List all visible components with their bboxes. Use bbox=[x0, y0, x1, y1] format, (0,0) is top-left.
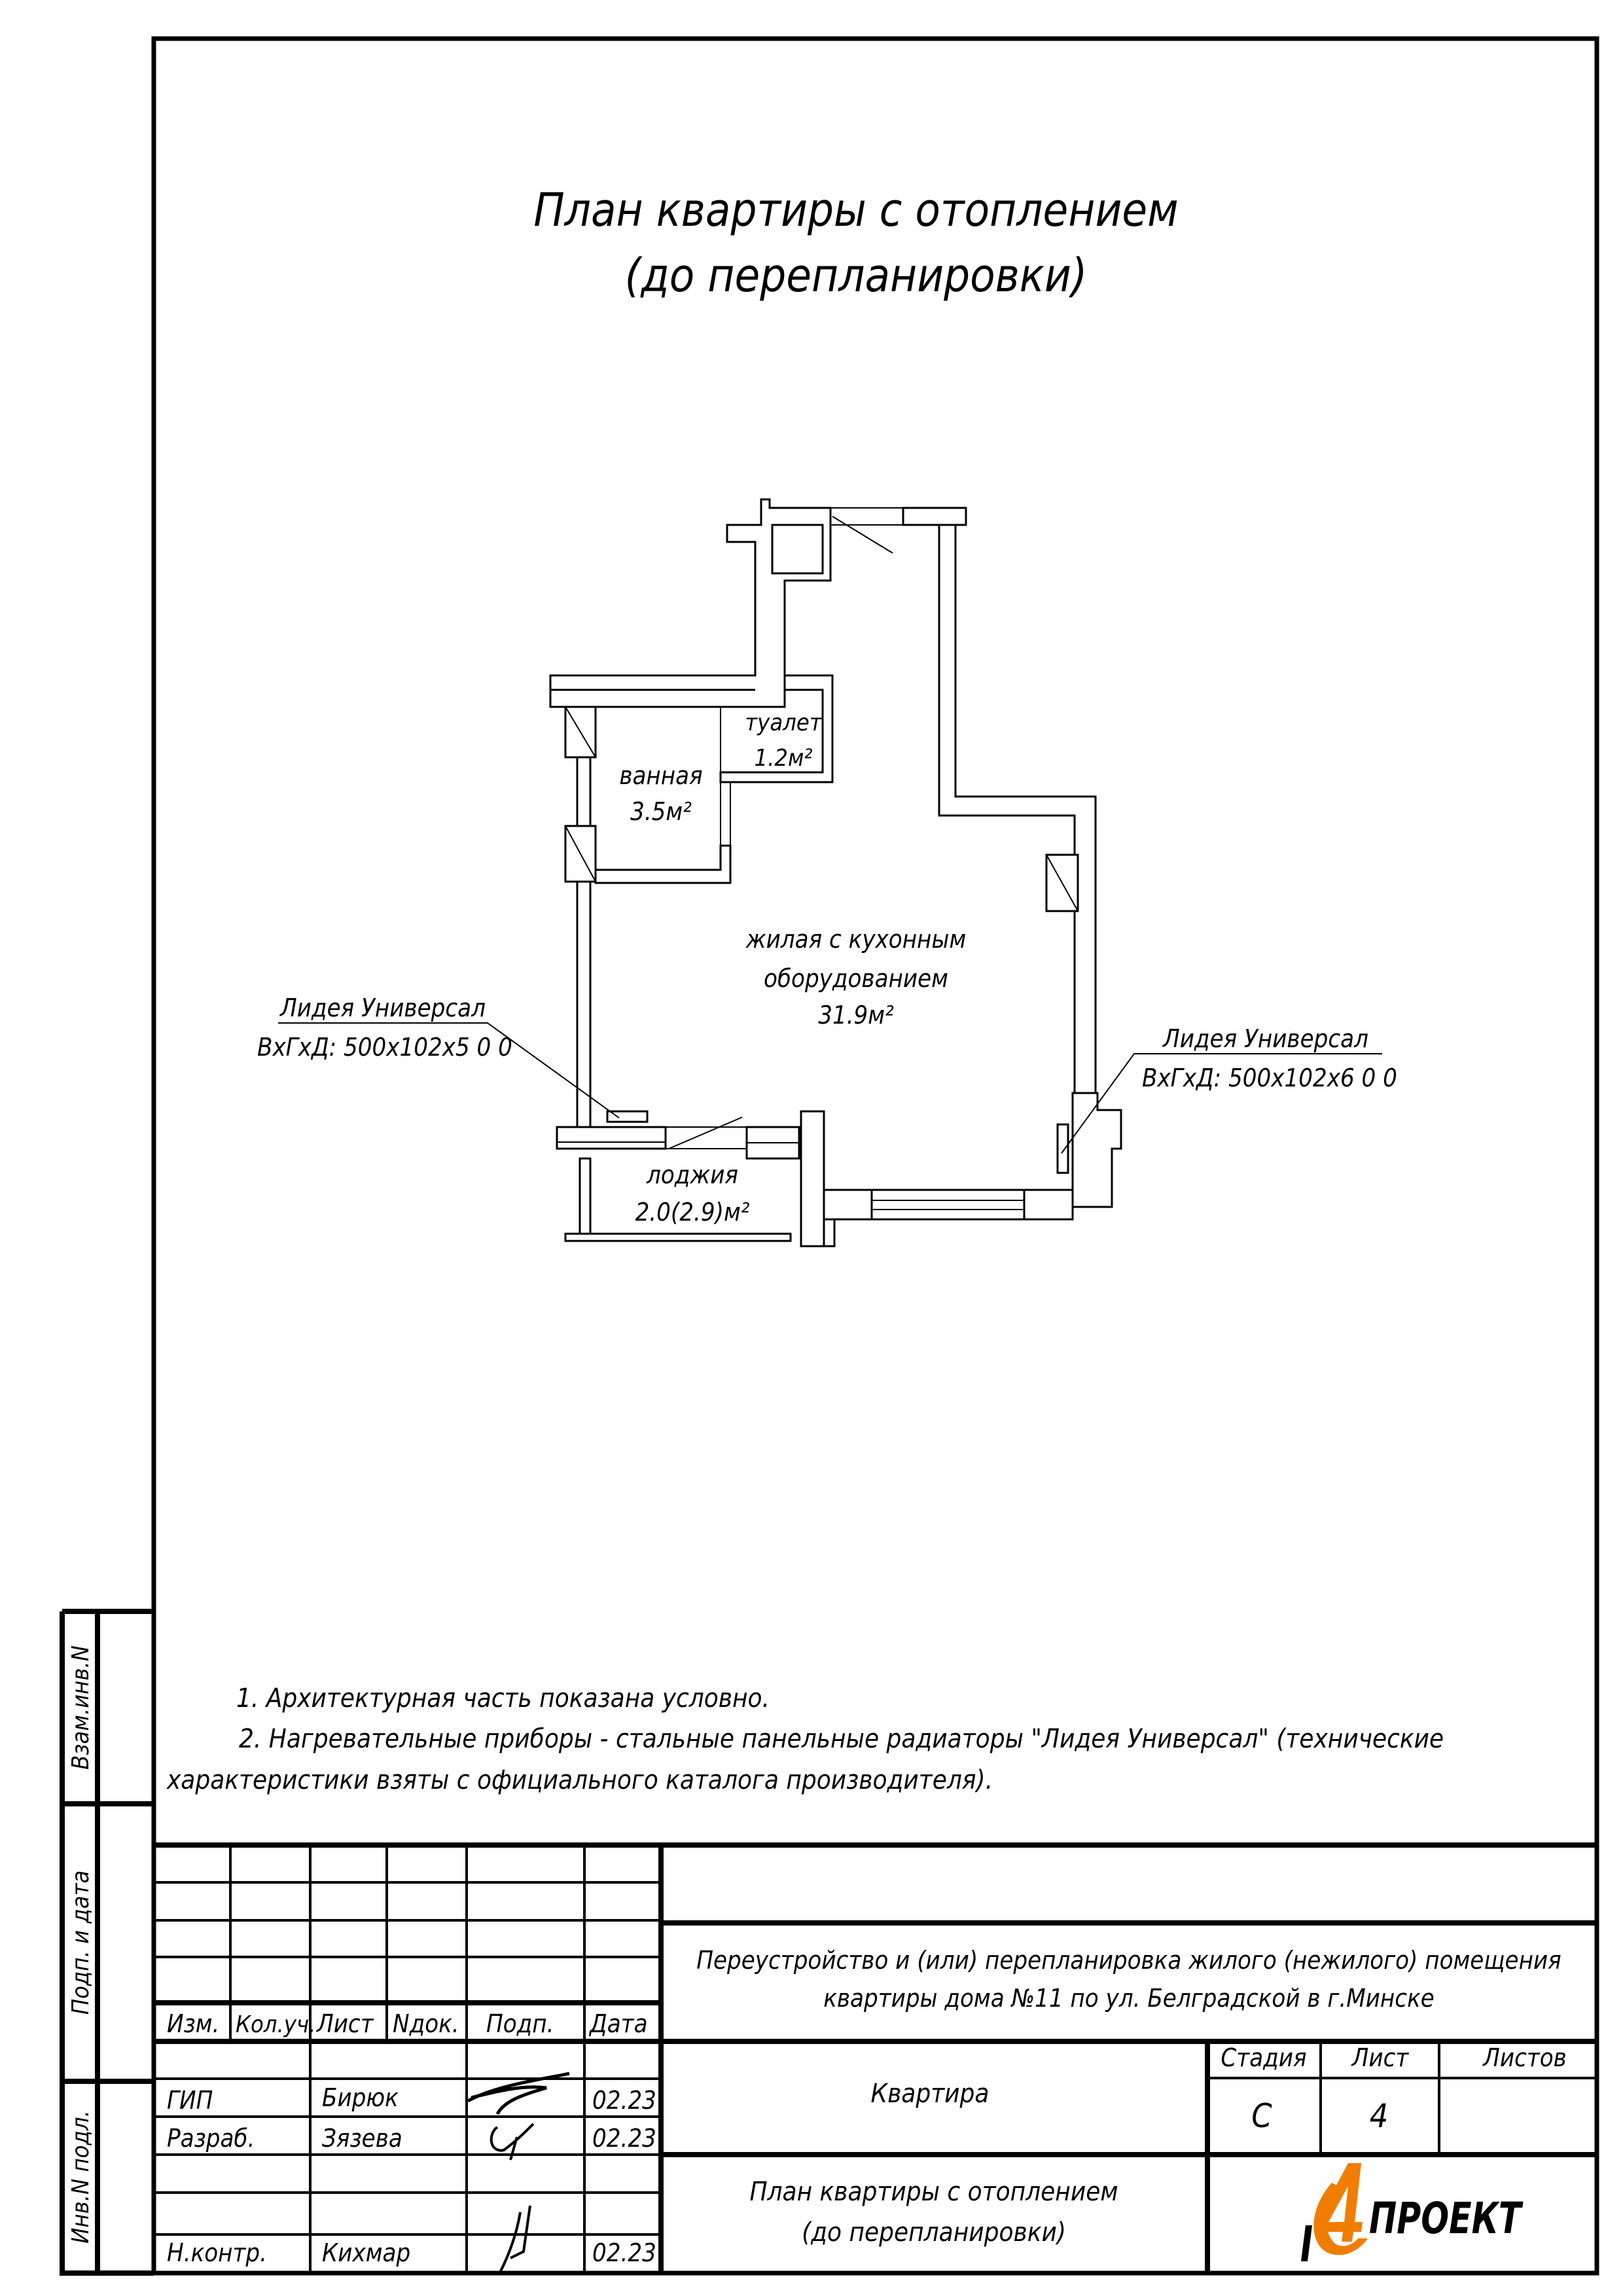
room-toilet-area: 1.2м² bbox=[755, 745, 813, 772]
sheets-label: Листов bbox=[1482, 2043, 1567, 2072]
room-living-name1: жилая с кухонным bbox=[745, 925, 966, 954]
person-date: 02.23 bbox=[592, 2124, 656, 2153]
room-bath-area: 3.5м² bbox=[630, 797, 692, 826]
logo-four bbox=[1315, 2163, 1363, 2242]
stage-label: Стадия bbox=[1221, 2043, 1306, 2072]
object-name: Квартира bbox=[871, 2079, 990, 2109]
side-strip-replacement-inv: Взам.инв.N bbox=[67, 1645, 94, 1770]
bath-wall bbox=[594, 844, 732, 884]
loggia-wall-bottom bbox=[564, 1232, 792, 1242]
note-2: 2. Нагревательные приборы - стальные пан… bbox=[239, 1724, 1444, 1754]
signature bbox=[490, 2123, 535, 2161]
radiator-left-dims: ВхГхД: 500х102х5 0 0 bbox=[257, 1033, 512, 1062]
sheet-title-1: План квартиры с отоплением bbox=[749, 2177, 1118, 2207]
company-logo: ПРОЕКТ bbox=[1301, 2163, 1524, 2261]
drawing-line bbox=[565, 706, 596, 758]
drawing-line bbox=[661, 1920, 1597, 2273]
sheet-label: Лист bbox=[1351, 2043, 1410, 2072]
radiator-right-name: Лидея Универсал bbox=[1162, 1024, 1368, 1053]
note-2-continued: характеристики взяты с официального ката… bbox=[166, 1765, 993, 1795]
radiator-right-leader bbox=[1061, 1053, 1382, 1154]
wall-upper-left bbox=[549, 498, 832, 708]
signature bbox=[467, 2072, 570, 2115]
person-date: 02.23 bbox=[592, 2086, 656, 2115]
header-kol: Кол.уч. bbox=[236, 2011, 315, 2038]
header-list: Лист bbox=[316, 2009, 374, 2038]
drawing-subtitle: (до перепланировки) bbox=[625, 249, 1088, 302]
person-date: 02.23 bbox=[592, 2238, 656, 2267]
drawing-line bbox=[60, 1609, 154, 2276]
side-strip-signature-date: Подп. и дата bbox=[67, 1871, 94, 2015]
room-living-name2: оборудованием bbox=[764, 964, 948, 993]
wall-right bbox=[938, 524, 1097, 1094]
radiator-left bbox=[606, 1110, 649, 1123]
header-podp: Подп. bbox=[486, 2009, 554, 2038]
header-izm: Изм. bbox=[167, 2009, 219, 2038]
room-bath-name: ванная bbox=[619, 761, 702, 790]
radiator-left-leader bbox=[278, 1022, 620, 1119]
person-name: Бирюк bbox=[322, 2083, 399, 2112]
loggia-door-swing bbox=[668, 1117, 743, 1149]
window-bottom bbox=[870, 1189, 1026, 1221]
side-strip: Взам.инв.N Подп. и дата Инв.N подл. bbox=[60, 1609, 154, 2276]
floor-plan: ванная 3.5м² туалет 1.2м² жилая с кухонн… bbox=[257, 498, 1397, 1247]
project-line-1: Переустройство и (или) перепланировка жи… bbox=[696, 1946, 1561, 1975]
header-ndok: Nдок. bbox=[393, 2009, 459, 2038]
title-block: Изм. Кол.уч. Лист Nдок. Подп. Дата ГИП Б… bbox=[154, 1842, 1597, 2273]
wall-left bbox=[576, 706, 592, 1128]
drawing-line bbox=[824, 1218, 836, 1247]
drawing-line bbox=[154, 2000, 661, 2044]
note-1: 1. Архитектурная часть показана условно. bbox=[236, 1683, 770, 1713]
logo-stem bbox=[1301, 2225, 1312, 2261]
room-loggia-name: лоджия bbox=[646, 1160, 738, 1189]
drawing-line bbox=[1207, 2041, 1597, 2155]
sheet-title-2: (до перепланировки) bbox=[802, 2217, 1066, 2248]
shaft bbox=[771, 524, 824, 575]
door-swing bbox=[832, 516, 893, 554]
logo-text: ПРОЕКТ bbox=[1369, 2194, 1524, 2244]
stage-value: С bbox=[1251, 2097, 1272, 2135]
room-living-area: 31.9м² bbox=[818, 1001, 894, 1030]
drawing-frame bbox=[151, 36, 1599, 2276]
radiator-left-name: Лидея Универсал bbox=[279, 994, 486, 1022]
wall-column-right bbox=[1071, 1092, 1122, 1208]
person-role: Разраб. bbox=[167, 2124, 255, 2153]
drawing-line bbox=[229, 1845, 586, 2273]
drawing-title: План квартиры с отоплением bbox=[533, 183, 1178, 237]
toilet-wall bbox=[719, 674, 834, 783]
wall-column-bottom bbox=[800, 1110, 825, 1247]
radiator-right-dims: ВхГхД: 500х102х6 0 0 bbox=[1142, 1064, 1397, 1092]
room-toilet-name: туалет bbox=[745, 709, 823, 736]
logo-arc bbox=[1313, 2183, 1368, 2255]
sheet-value: 4 bbox=[1370, 2097, 1389, 2135]
person-name: Кихмар bbox=[322, 2238, 410, 2267]
side-strip-original-inv: Инв.N подл. bbox=[67, 2110, 94, 2244]
drawing-line bbox=[1046, 854, 1079, 912]
radiator-right bbox=[1056, 1123, 1069, 1174]
signature bbox=[499, 2205, 531, 2272]
drawing-line bbox=[154, 1881, 661, 2236]
person-name: Зязева bbox=[322, 2124, 402, 2153]
person-role: Н.контр. bbox=[167, 2238, 267, 2267]
loggia-wall-left bbox=[579, 1157, 592, 1235]
loggia-parapet bbox=[556, 1126, 667, 1150]
drawing-line bbox=[565, 825, 596, 882]
header-data: Дата bbox=[588, 2009, 648, 2038]
room-loggia-area: 2.0(2.9)м² bbox=[635, 1198, 750, 1227]
person-role: ГИП bbox=[167, 2086, 213, 2115]
wall-pier-top-right bbox=[902, 507, 967, 526]
project-line-2: квартиры дома №11 по ул. Белградской в г… bbox=[823, 1984, 1435, 2013]
